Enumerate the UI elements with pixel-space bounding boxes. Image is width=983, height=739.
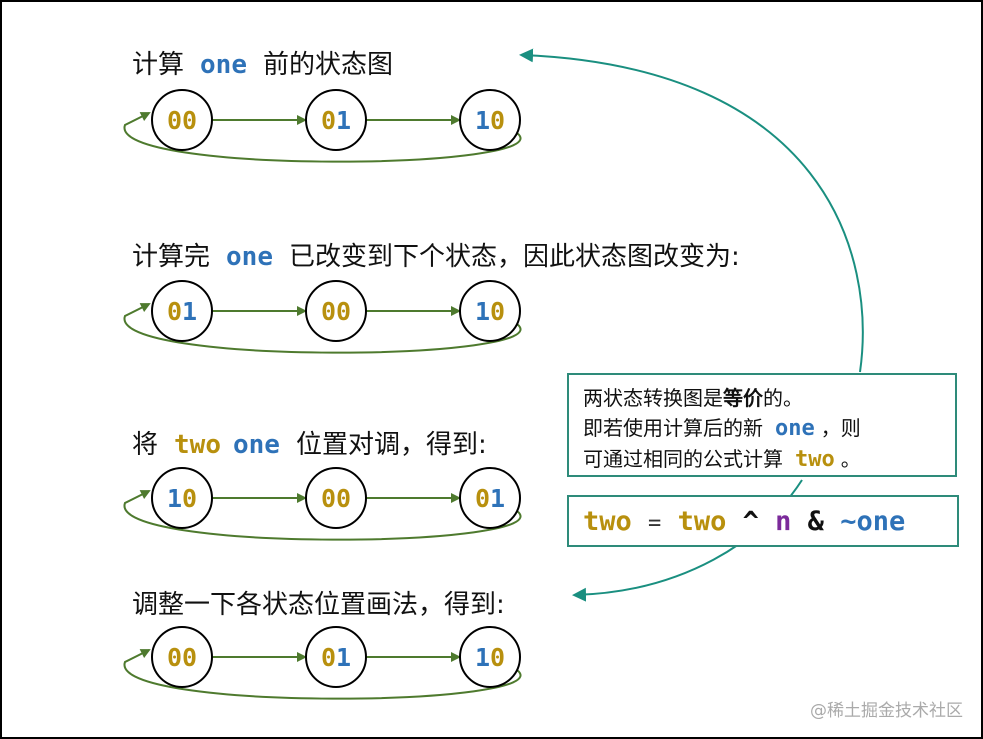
note-line-1-end: 的。 [763,386,803,410]
formula-not-one: ~one [840,506,906,537]
note-line-1-text: 两状态转换图是 [583,386,723,410]
state-node [459,626,521,688]
note-two-keyword: two [795,447,835,472]
note-line-3: 可通过相同的公式计算 two。 [583,444,941,475]
state-node [305,89,367,151]
state-node-label: 01 [167,297,197,326]
heading-row-4: 调整一下各状态位置画法，得到: [132,584,505,621]
note-line-2: 即若使用计算后的新 one，则 [583,413,941,444]
equivalence-note-box: 两状态转换图是等价的。 即若使用计算后的新 one，则 可通过相同的公式计算 two… [567,373,957,477]
heading-3-suffix: 位置对调，得到: [295,430,487,460]
heading-2-suffix: 已改变到下个状态，因此状态图改变为: [288,242,740,272]
heading-1-prefix: 计算 [132,50,185,80]
formula-box: two = two ^ n & ~one [567,495,959,547]
state-node [151,280,213,342]
formula-and: & [807,506,824,537]
loop-back-arrow [123,112,522,163]
heading-row-1: 计算 one 前的状态图 [132,44,393,81]
heading-2-one-keyword: one [226,242,273,272]
state-node [305,280,367,342]
state-node-label: 00 [167,643,197,672]
note-one-keyword: one [775,416,815,441]
note-line-2-end: ，则 [820,416,861,440]
state-row-2: 01 00 10 [123,280,522,354]
state-node-label: 10 [475,106,505,135]
state-node [459,280,521,342]
state-node [151,89,213,151]
state-row-1: 00 01 10 [123,89,522,163]
formula-n: n [775,506,792,537]
state-node-label: 10 [475,643,505,672]
state-node [305,467,367,529]
state-node-label: 01 [475,484,505,513]
state-node [151,467,213,529]
state-node [305,626,367,688]
heading-3-two-keyword: two [174,430,221,460]
state-node [459,467,521,529]
heading-4-text: 调整一下各状态位置画法，得到: [132,590,505,620]
heading-3-prefix: 将 [132,430,159,460]
state-row-3: 10 00 01 [123,467,522,541]
state-row-4: 00 01 10 [123,626,522,700]
state-node-label: 00 [321,297,351,326]
state-node-label: 10 [475,297,505,326]
state-node [459,89,521,151]
formula-lhs-two: two [583,506,632,537]
state-node-label: 10 [167,484,197,513]
heading-row-2: 计算完 one 已改变到下个状态，因此状态图改变为: [132,236,740,273]
heading-1-suffix: 前的状态图 [262,50,393,80]
heading-2-prefix: 计算完 [132,242,211,272]
loop-back-arrow [123,490,522,541]
heading-1-one-keyword: one [200,50,247,80]
heading-3-one-keyword: one [232,430,280,460]
state-node-label: 00 [167,106,197,135]
note-line-1: 两状态转换图是等价的。 [583,383,941,413]
teal-arrow-up [519,48,864,373]
loop-back-arrow [123,649,522,700]
note-line-3-text: 可通过相同的公式计算 [583,447,783,471]
loop-back-arrow [123,303,522,354]
note-line-3-end: 。 [840,447,861,471]
formula-xor: ^ [742,506,759,537]
state-node-label: 00 [321,484,351,513]
watermark: @稀土掘金技术社区 [810,701,963,721]
state-node-label: 01 [321,106,351,135]
formula-two: two [677,506,727,537]
formula-equals: = [648,511,662,536]
state-node-label: 01 [321,643,351,672]
note-bold-equivalent: 等价 [723,386,763,410]
state-node [151,626,213,688]
note-line-2-text: 即若使用计算后的新 [583,416,763,440]
